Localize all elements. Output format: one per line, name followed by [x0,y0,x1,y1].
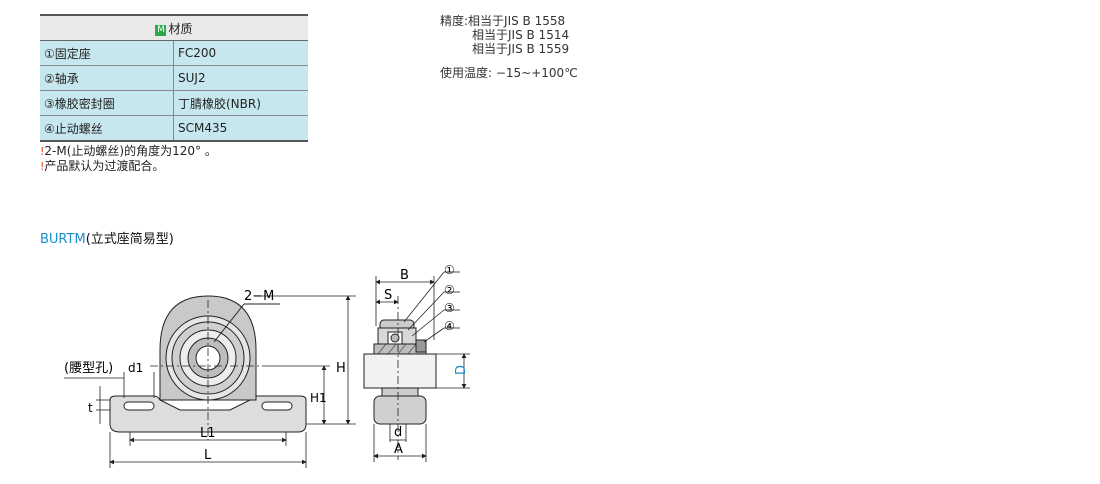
accuracy-line: 相当于JIS B 1559 [472,42,570,56]
table-row: ③橡胶密封圈 丁腈橡胶(NBR) [40,90,308,116]
temperature-line: 使用温度: −15~+100℃ [440,66,578,80]
material-badge-icon: M [155,24,167,36]
table-row: ①固定座 FC200 [40,40,308,66]
dim-label-d-bore: d [394,425,402,440]
material-header-label: 材质 [168,21,193,36]
notes: !2-M(止动螺丝)的角度为120° 。 !产品默认为过渡配合。 [40,144,217,174]
part-name: ④止动螺丝 [40,115,174,141]
accuracy-value: 相当于JIS B 1558 [468,14,566,28]
note-item: !产品默认为过渡配合。 [40,159,217,174]
dim-label-d-outer: D [454,365,469,375]
spec-block: 精度:相当于JIS B 1558 相当于JIS B 1514 相当于JIS B … [440,14,578,80]
dim-label-s: S [384,288,392,303]
note-text: 产品默认为过渡配合。 [44,159,165,173]
warning-icon: ! [40,145,45,158]
note-text: 2-M(止动螺丝)的角度为120° 。 [44,144,217,158]
accuracy-line: 相当于JIS B 1514 [472,28,570,42]
accuracy-line: 精度:相当于JIS B 1558 [440,14,578,28]
callout-1: ① [444,263,455,277]
section-code: BURTM [40,232,86,247]
callout-4: ④ [444,319,455,333]
slot-hole-label: (腰型孔) [64,361,113,376]
dim-label-d1: d1 [128,361,143,375]
part-material: 丁腈橡胶(NBR) [173,90,308,116]
callout-2: ② [444,283,455,297]
side-view [363,271,470,462]
part-material: SCM435 [173,115,308,141]
note-item: !2-M(止动螺丝)的角度为120° 。 [40,144,217,159]
part-name: ①固定座 [40,40,174,66]
accuracy-label: 精度: [440,14,469,28]
dim-label-2m: 2−M [244,289,274,304]
table-row: ④止动螺丝 SCM435 [40,115,308,141]
dim-label-h: H [336,361,346,376]
dim-label-a: A [394,442,403,457]
part-material: SUJ2 [173,65,308,91]
section-title: BURTM(立式座简易型) [40,228,174,247]
dim-label-b: B [400,268,409,283]
part-material: FC200 [173,40,308,66]
section-subtitle: (立式座简易型) [85,232,174,247]
dim-label-l1: L1 [200,426,216,441]
dim-label-t: t [88,401,93,415]
front-view [64,295,356,468]
dim-label-l: L [204,448,212,463]
part-name: ③橡胶密封圈 [40,90,174,116]
dim-label-h1: H1 [310,391,327,405]
part-name: ②轴承 [40,65,174,91]
callout-3: ③ [444,301,455,315]
table-row: ②轴承 SUJ2 [40,65,308,91]
warning-icon: ! [40,160,45,173]
